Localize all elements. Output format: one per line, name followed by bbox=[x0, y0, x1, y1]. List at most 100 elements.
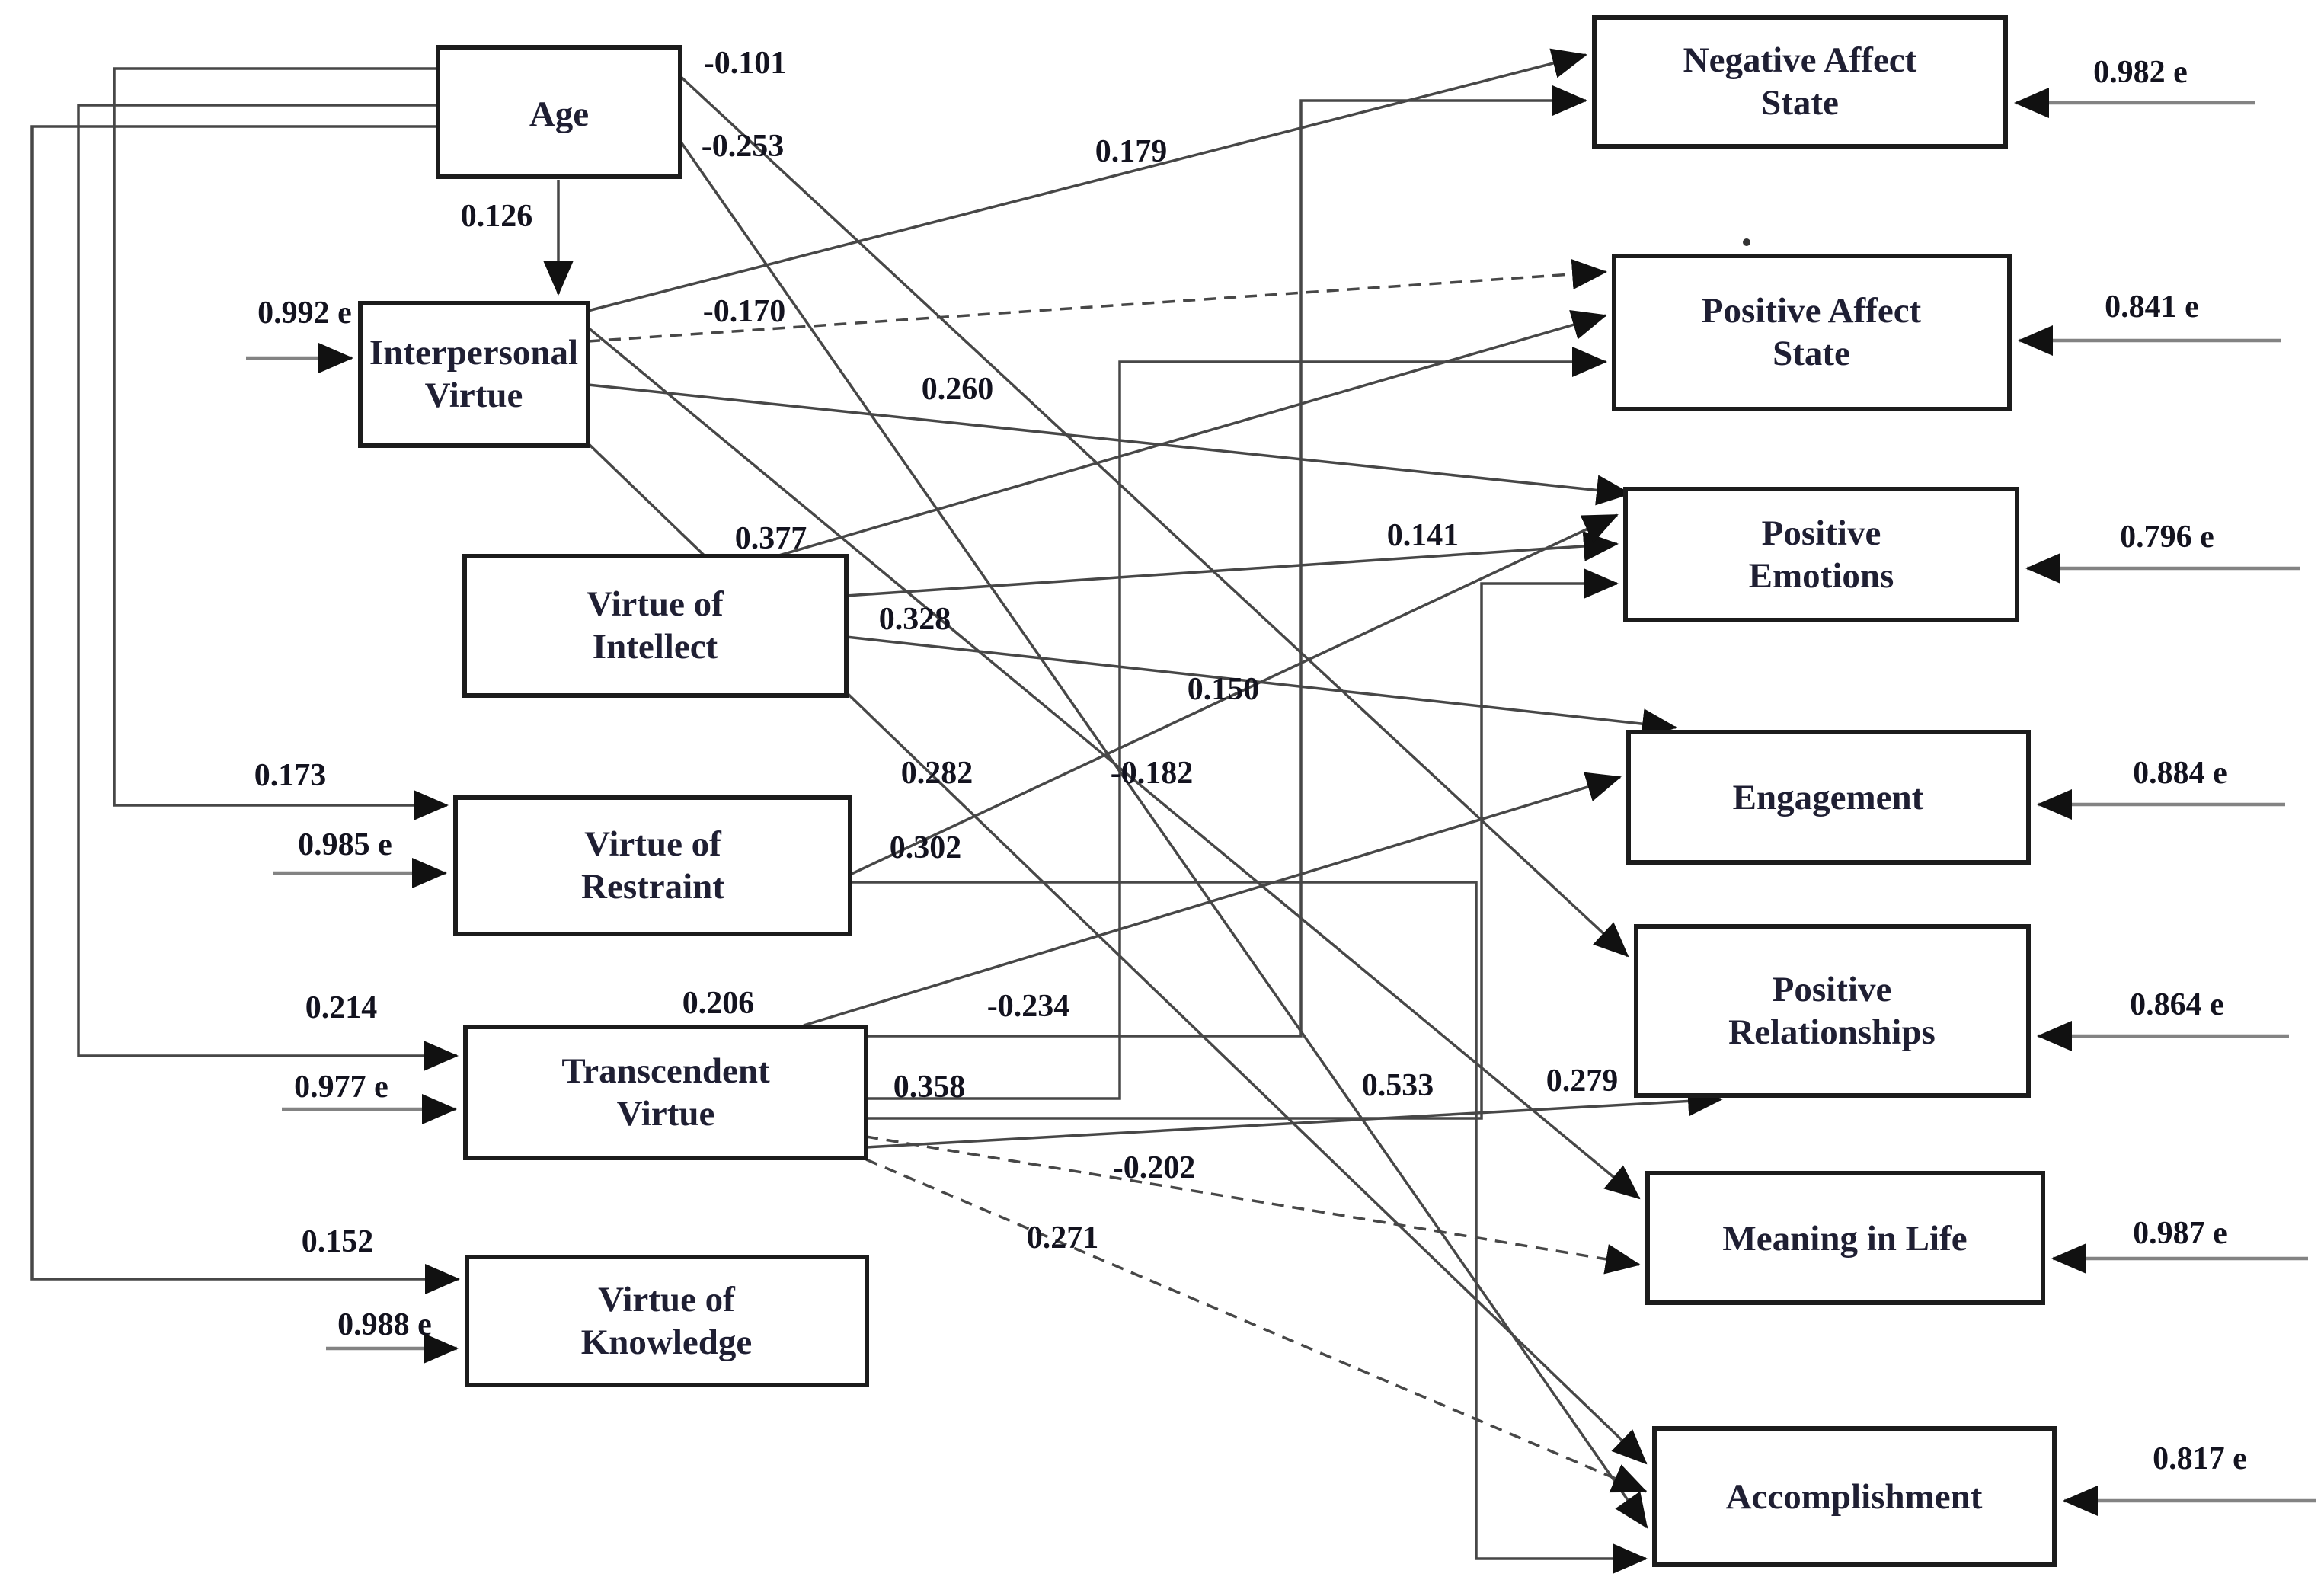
label-line-2: Virtue bbox=[425, 376, 523, 415]
coef-interpersonal-meaning: -0.182 bbox=[1111, 756, 1194, 791]
path-interpersonal-virtue-to-positive-emotions bbox=[587, 383, 1632, 506]
path-transcendent-virtue-to-negative-affect bbox=[866, 85, 1587, 1038]
coef-interpersonal-positive-affect: -0.170 bbox=[703, 294, 786, 329]
node-age-label: Age bbox=[529, 94, 589, 134]
label-line-2: State bbox=[1773, 334, 1850, 373]
coef-intellect-positive-emotions: 0.141 bbox=[1387, 518, 1459, 553]
node-interpersonal-virtue-box bbox=[358, 301, 590, 448]
path-age-to-virtue-of-knowledge bbox=[30, 125, 460, 1294]
node-virtue-of-knowledge-label: Virtue of Knowledge bbox=[581, 1280, 753, 1362]
path-transcendent-virtue-to-engagement bbox=[803, 772, 1622, 1027]
coef-transcendent-positive-emotions: 0.533 bbox=[1362, 1068, 1434, 1103]
label-line-1: Negative Affect bbox=[1683, 40, 1917, 80]
node-negative-affect-state-box bbox=[1592, 15, 2008, 149]
label-line-1: Virtue of bbox=[587, 584, 724, 624]
coef-transcendent-positive-relationships: 0.279 bbox=[1546, 1063, 1619, 1099]
error-label-positive-emotions: 0.796 e bbox=[2120, 520, 2214, 555]
coef-age-knowledge: 0.152 bbox=[302, 1224, 374, 1259]
coef-transcendent-positive-affect: 0.358 bbox=[893, 1070, 966, 1105]
label-line-2: Intellect bbox=[593, 627, 718, 667]
node-meaning-in-life-label: Meaning in Life bbox=[1722, 1219, 1967, 1259]
label-line-1: Virtue of bbox=[598, 1280, 736, 1319]
path-age-to-accomplishment bbox=[679, 139, 1648, 1529]
label-line-2: Restraint bbox=[581, 867, 724, 907]
path-virtue-of-restraint-to-positive-emotions bbox=[849, 513, 1619, 876]
node-virtue-of-restraint-box bbox=[453, 795, 852, 936]
node-accomplishment-box bbox=[1652, 1426, 2057, 1567]
label-line-2: State bbox=[1761, 83, 1839, 123]
error-label-interpersonal-virtue: 0.992 e bbox=[257, 296, 352, 331]
node-virtue-of-knowledge-box bbox=[465, 1255, 869, 1387]
label-line-2: Virtue bbox=[617, 1094, 715, 1134]
coef-restraint-accomplishment: 0.302 bbox=[890, 830, 962, 865]
node-virtue-of-intellect-box bbox=[462, 554, 849, 698]
label-line-1: Positive bbox=[1762, 513, 1881, 553]
node-virtue-of-knowledge: Virtue of Knowledge bbox=[465, 1255, 869, 1387]
error-label-positive-affect: 0.841 e bbox=[2105, 289, 2199, 325]
coef-age-accomplishment: -0.253 bbox=[702, 129, 785, 164]
coef-interpersonal-positive-emotions: 0.260 bbox=[922, 372, 994, 407]
error-label-virtue-of-knowledge: 0.988 e bbox=[337, 1307, 432, 1342]
coef-transcendent-meaning: -0.202 bbox=[1113, 1150, 1196, 1185]
path-virtue-of-restraint-to-accomplishment bbox=[850, 881, 1648, 1574]
node-positive-emotions-box bbox=[1623, 487, 2019, 622]
node-meaning-in-life-box bbox=[1645, 1171, 2045, 1305]
node-age-box bbox=[436, 45, 682, 179]
path-transcendent-virtue-to-meaning-in-life bbox=[865, 1135, 1641, 1275]
path-transcendent-virtue-to-positive-emotions bbox=[866, 568, 1619, 1120]
coef-age-positive-relationships: -0.101 bbox=[704, 46, 787, 81]
path-interpersonal-virtue-to-meaning-in-life bbox=[587, 326, 1641, 1200]
error-term-labels: 0.992 e 0.985 e 0.977 e 0.988 e 0.982 e … bbox=[257, 55, 2247, 1476]
error-label-virtue-of-restraint: 0.985 e bbox=[298, 827, 392, 862]
path-virtue-of-intellect-to-positive-emotions bbox=[846, 530, 1619, 597]
node-engagement-box bbox=[1626, 730, 2031, 865]
path-virtue-of-intellect-to-positive-affect bbox=[762, 310, 1607, 561]
path-interpersonal-virtue-to-positive-affect bbox=[587, 259, 1607, 343]
error-arrows bbox=[246, 88, 2316, 1516]
node-accomplishment: Accomplishment bbox=[1652, 1426, 2057, 1567]
label-line-1: Virtue of bbox=[584, 824, 722, 864]
path-interpersonal-virtue-to-negative-affect bbox=[587, 48, 1587, 312]
node-transcendent-virtue-box bbox=[463, 1025, 868, 1160]
node-positive-affect-state-box bbox=[1612, 254, 2012, 411]
coef-transcendent-accomplishment: 0.271 bbox=[1027, 1220, 1099, 1255]
label-line-2: Knowledge bbox=[581, 1323, 753, 1362]
label-line-1: Positive bbox=[1773, 970, 1892, 1009]
label-line-2: Emotions bbox=[1749, 556, 1894, 596]
error-label-engagement: 0.884 e bbox=[2133, 756, 2227, 791]
stray-dot bbox=[1743, 238, 1750, 246]
node-engagement: Engagement bbox=[1626, 730, 2031, 865]
node-meaning-in-life: Meaning in Life bbox=[1645, 1171, 2045, 1305]
node-positive-relationships-box bbox=[1634, 924, 2031, 1098]
coef-intellect-engagement: 0.328 bbox=[879, 602, 951, 637]
error-label-transcendent-virtue: 0.977 e bbox=[294, 1070, 388, 1105]
coef-age-restraint: 0.173 bbox=[254, 758, 327, 793]
error-label-negative-affect: 0.982 e bbox=[2093, 55, 2188, 90]
label-line-1: Interpersonal bbox=[369, 333, 578, 373]
error-label-accomplishment: 0.817 e bbox=[2153, 1441, 2247, 1476]
coef-age-interpersonal: 0.126 bbox=[461, 199, 533, 234]
path-age-to-positive-relationships bbox=[679, 75, 1629, 958]
path-age-to-transcendent-virtue bbox=[77, 104, 459, 1071]
error-label-meaning-in-life: 0.987 e bbox=[2133, 1216, 2227, 1251]
label-line-1: Positive Affect bbox=[1702, 291, 1922, 331]
path-arrows bbox=[30, 48, 1723, 1574]
coef-interpersonal-accomplishment: 0.282 bbox=[901, 756, 973, 791]
label-line-2: Relationships bbox=[1728, 1012, 1936, 1052]
